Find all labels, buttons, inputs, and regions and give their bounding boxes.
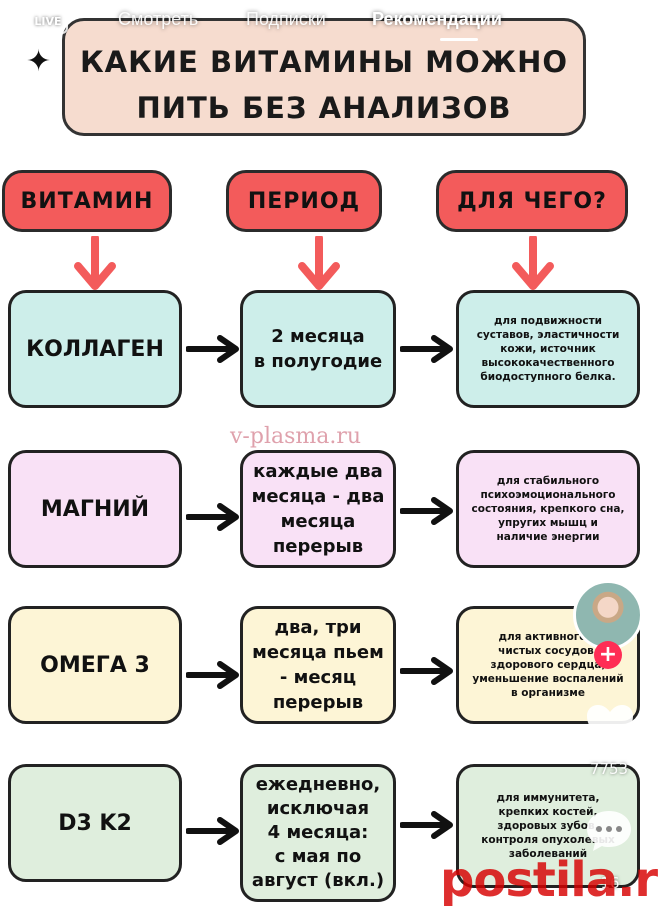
purpose-line: уменьшение воспалений: [472, 673, 624, 685]
purpose-line: упругих мышц и: [498, 517, 598, 529]
purpose-line: высококачественного: [481, 357, 615, 369]
arrow-down-icon: [74, 236, 116, 290]
period-line: исключая: [266, 798, 370, 819]
watermark-text: v-plasma.ru: [230, 424, 362, 449]
sparkle-icon: ✦: [26, 44, 52, 79]
arrow-down-icon: [298, 236, 340, 290]
header-vitamin: ВИТАМИН: [2, 170, 172, 232]
purpose-line: для стабильного: [496, 475, 600, 487]
arrow-right-icon: [186, 817, 239, 845]
like-count: 7753: [589, 760, 629, 778]
title-line-2: ПИТЬ БЕЗ АНАЛИЗОВ: [136, 91, 512, 125]
arrow-right-icon: [186, 661, 239, 689]
purpose-line: наличие энергии: [496, 531, 600, 543]
period-line: каждые два: [253, 461, 383, 482]
period-card-omega3: два, три месяца пьем - месяц перерыв: [240, 606, 396, 724]
header-period: ПЕРИОД: [226, 170, 382, 232]
period-line: 2 месяца: [271, 326, 365, 347]
purpose-line: контроля опухолевых: [481, 834, 615, 846]
page-title: КАКИЕ ВИТАМИНЫ МОЖНО ПИТЬ БЕЗ АНАЛИЗОВ: [65, 39, 583, 131]
brand-logo: postila.ru: [440, 852, 660, 908]
comment-icon[interactable]: [584, 808, 634, 854]
top-navigation-bar: LIVE Смотреть Подписки Рекомендации: [0, 0, 660, 44]
period-line: ежедневно,: [255, 774, 381, 795]
heart-icon[interactable]: [584, 702, 636, 750]
period-line: перерыв: [272, 536, 364, 557]
period-card-magnesium: каждые два месяца - два месяца перерыв: [240, 450, 396, 568]
purpose-line: чистых сосудов,: [498, 645, 598, 657]
purpose-line: кожи, источник: [500, 343, 596, 355]
arrow-right-icon: [400, 811, 453, 839]
purpose-line: здоровых зубов,: [497, 820, 599, 832]
vitamin-card-collagen: КОЛЛАГЕН: [8, 290, 182, 408]
purpose-card-collagen: для подвижности суставов, эластичности к…: [456, 290, 640, 408]
purpose-line: психоэмоционального: [480, 489, 616, 501]
purpose-line: биодоступного белка.: [480, 371, 616, 383]
vitamin-card-magnesium: МАГНИЙ: [8, 450, 182, 568]
period-line: два, три: [274, 617, 362, 638]
header-purpose: ДЛЯ ЧЕГО?: [436, 170, 628, 232]
period-card-d3k2: ежедневно, исключая 4 месяца: с мая по а…: [240, 764, 396, 902]
purpose-line: для иммунитета,: [496, 792, 600, 804]
purpose-line: для подвижности: [493, 315, 603, 327]
period-card-collagen: 2 месяца в полугодие: [240, 290, 396, 408]
arrow-right-icon: [400, 497, 453, 525]
purpose-card-magnesium: для стабильного психоэмоционального сост…: [456, 450, 640, 568]
period-line: в полугодие: [253, 351, 383, 372]
comment-count: 16: [600, 874, 620, 892]
period-line: месяца - два: [251, 486, 385, 507]
follow-button[interactable]: +: [594, 641, 622, 669]
vitamin-card-omega3: ОМЕГА 3: [8, 606, 182, 724]
arrow-right-icon: [400, 657, 453, 685]
live-icon[interactable]: LIVE: [28, 8, 68, 34]
period-line: месяца пьем: [252, 642, 384, 663]
title-line-1: КАКИЕ ВИТАМИНЫ МОЖНО: [79, 45, 569, 79]
purpose-line: заболеваний: [508, 848, 588, 860]
purpose-line: состояния, крепкого сна,: [471, 503, 625, 515]
purpose-line: здорового сердца,: [490, 659, 606, 671]
period-line: - месяц: [279, 667, 357, 688]
search-icon[interactable]: [596, 6, 630, 40]
active-tab-indicator: [440, 38, 478, 41]
period-line: перерыв: [272, 692, 364, 713]
title-card: КАКИЕ ВИТАМИНЫ МОЖНО ПИТЬ БЕЗ АНАЛИЗОВ: [62, 18, 586, 136]
period-line: август (вкл.): [251, 870, 385, 891]
tab-subscriptions[interactable]: Подписки: [246, 9, 326, 29]
tab-recommendations[interactable]: Рекомендации: [372, 9, 502, 29]
purpose-line: для активного и: [498, 631, 598, 643]
author-avatar[interactable]: [573, 580, 643, 650]
purpose-line: крепких костей,: [498, 806, 598, 818]
arrow-right-icon: [186, 335, 239, 363]
arrow-down-icon: [512, 236, 554, 290]
tab-watch[interactable]: Смотреть: [118, 9, 199, 29]
purpose-line: суставов, эластичности: [476, 329, 620, 341]
period-line: месяца: [280, 511, 356, 532]
vitamin-card-d3k2: D3 K2: [8, 764, 182, 882]
period-line: 4 месяца:: [267, 822, 369, 843]
arrow-right-icon: [400, 335, 453, 363]
arrow-right-icon: [186, 503, 239, 531]
period-line: с мая по: [274, 846, 362, 867]
purpose-line: в организме: [510, 687, 586, 699]
